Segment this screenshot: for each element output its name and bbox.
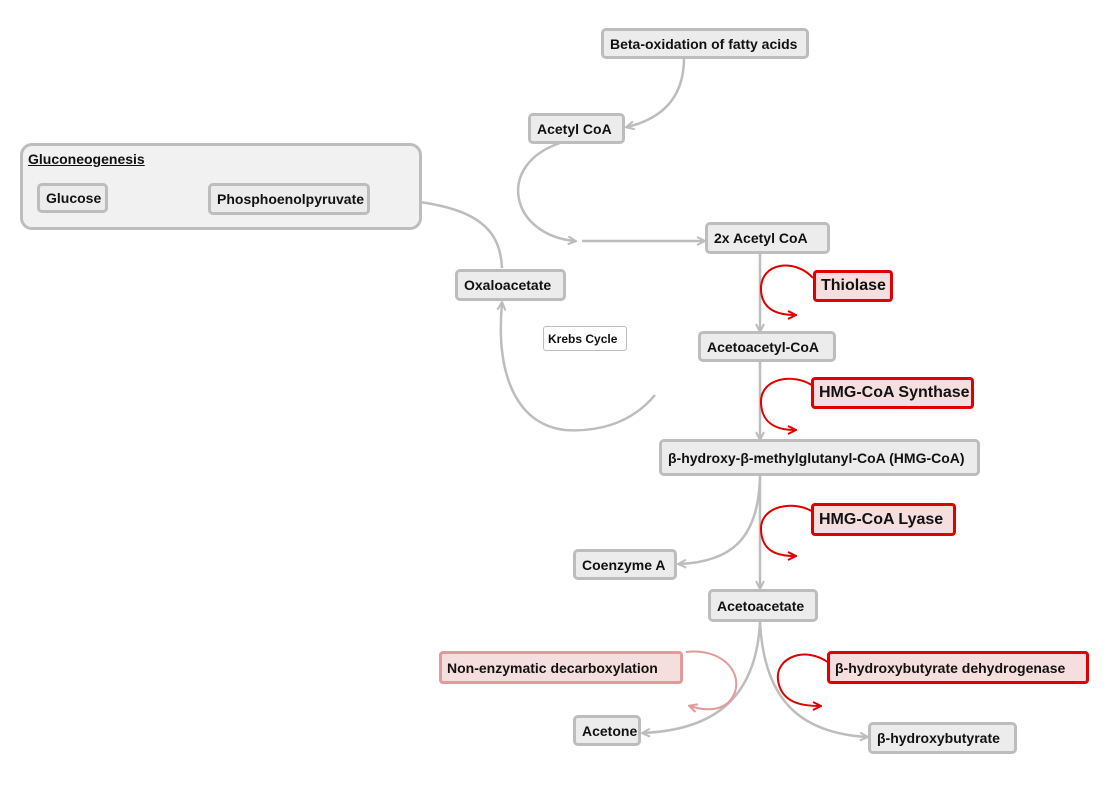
non-enzymatic-curved-arrow <box>685 650 738 710</box>
enzyme-thiolase: Thiolase <box>813 270 893 302</box>
enzyme-bhb-dehydrogenase: β-hydroxybutyrate dehydrogenase <box>827 651 1089 684</box>
node-acetone: Acetone <box>573 715 641 746</box>
enzyme-hmg-coa-synthase: HMG-CoA Synthase <box>811 377 974 409</box>
node-oxaloacetate: Oxaloacetate <box>455 269 566 301</box>
node-hmg-coa: β-hydroxy-β-methylglutanyl-CoA (HMG-CoA) <box>659 439 980 476</box>
arrow-beta-oxidation-to-acetyl-coa <box>627 57 686 127</box>
node-beta-hydroxybutyrate: β-hydroxybutyrate <box>868 722 1017 754</box>
node-phosphoenolpyruvate: Phosphoenolpyruvate <box>208 183 370 215</box>
gluconeogenesis-title: Gluconeogenesis <box>28 151 145 167</box>
krebs-cycle-loop <box>501 303 656 432</box>
enzyme-hmg-coa-lyase: HMG-CoA Lyase <box>811 503 956 536</box>
arrow-acetoacetate-to-beta-hydroxybutyrate <box>758 621 867 737</box>
hmg-coa-synthase-curved-arrow <box>759 377 814 430</box>
thiolase-curved-arrow <box>759 264 814 316</box>
arrow-acetyl-coa-to-krebs <box>516 141 575 241</box>
hmg-coa-lyase-curved-arrow <box>759 504 814 556</box>
node-acetoacetate: Acetoacetate <box>708 589 818 622</box>
node-two-acetyl-coa: 2x Acetyl CoA <box>705 222 830 254</box>
node-krebs-cycle: Krebs Cycle <box>543 326 627 351</box>
enzyme-non-enzymatic-decarboxylation: Non-enzymatic decarboxylation <box>439 651 683 684</box>
node-coenzyme-a: Coenzyme A <box>573 549 677 580</box>
node-glucose: Glucose <box>37 183 108 213</box>
node-acetyl-coa: Acetyl CoA <box>528 113 625 144</box>
node-beta-oxidation: Beta-oxidation of fatty acids <box>601 28 809 59</box>
bhb-dehydrogenase-curved-arrow <box>776 653 830 706</box>
arrow-hmg-coa-to-coenzyme-a <box>679 477 762 564</box>
node-acetoacetyl-coa: Acetoacetyl-CoA <box>698 331 836 362</box>
